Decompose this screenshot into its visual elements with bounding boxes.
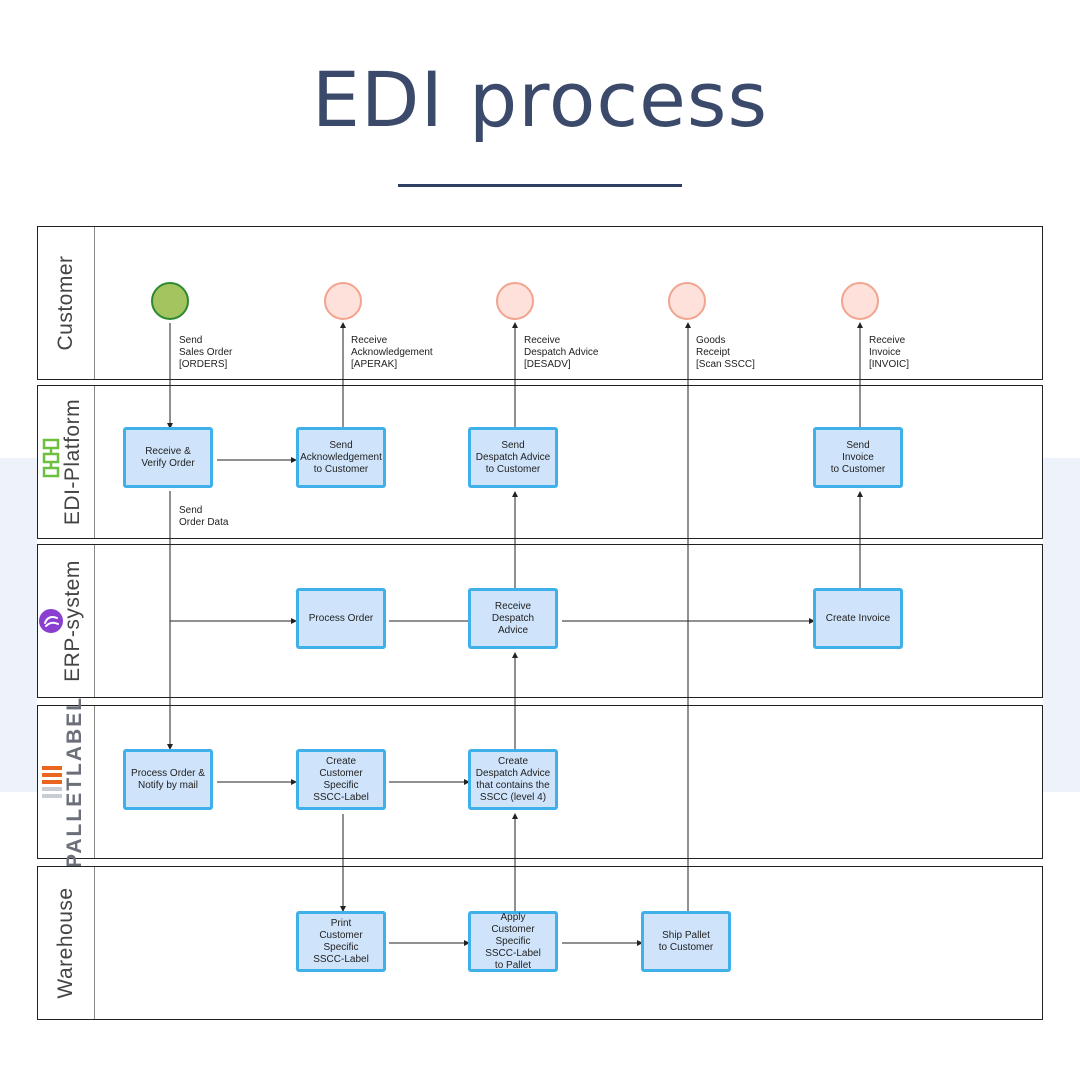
task-ship-pallet[interactable]: Ship Pallet to Customer <box>641 911 731 972</box>
task-send-despatch-advice[interactable]: Send Despatch Advice to Customer <box>468 427 558 488</box>
task-send-acknowledgement[interactable]: Send Acknowledgement to Customer <box>296 427 386 488</box>
task-receive-verify-order[interactable]: Receive & Verify Order <box>123 427 213 488</box>
lane-header-warehouse: Warehouse <box>38 867 95 1019</box>
task-create-invoice[interactable]: Create Invoice <box>813 588 903 649</box>
page-title: EDI process <box>311 55 769 144</box>
start-event <box>151 282 189 320</box>
task-apply-sscc-label[interactable]: Apply Customer Specific SSCC-Label to Pa… <box>468 911 558 972</box>
end-event-goods-receipt <box>668 282 706 320</box>
edi-platform-logo <box>42 438 60 478</box>
palletlabel-logo <box>42 766 62 798</box>
background-band-left <box>0 458 37 792</box>
background-band-right <box>1043 458 1080 792</box>
lane-header-erp-system: ERP-system <box>38 545 95 697</box>
end-event-invoic <box>841 282 879 320</box>
task-create-despatch-advice[interactable]: Create Despatch Advice that contains the… <box>468 749 558 810</box>
note-send-sales-order: Send Sales Order [ORDERS] <box>179 335 233 370</box>
note-goods-receipt: Goods Receipt [Scan SSCC] <box>696 335 755 370</box>
lane-header-palletlabel: PALLETLABEL <box>38 696 95 868</box>
task-process-order[interactable]: Process Order <box>296 588 386 649</box>
title-underline <box>398 184 682 187</box>
task-print-sscc-label[interactable]: Print Customer Specific SSCC-Label <box>296 911 386 972</box>
erp-system-logo <box>39 609 63 633</box>
note-send-order-data: Send Order Data <box>179 505 229 528</box>
lane-header-edi-platform: EDI-Platform <box>38 386 95 538</box>
note-receive-despatch-advice: Receive Despatch Advice [DESADV] <box>524 335 599 370</box>
task-create-sscc-label[interactable]: Create Customer Specific SSCC-Label <box>296 749 386 810</box>
end-event-aperak <box>324 282 362 320</box>
task-receive-despatch-advice[interactable]: Receive Despatch Advice <box>468 588 558 649</box>
end-event-desadv <box>496 282 534 320</box>
task-send-invoice[interactable]: Send Invoice to Customer <box>813 427 903 488</box>
note-receive-invoice: Receive Invoice [INVOIC] <box>869 335 910 370</box>
lane-header-customer: Customer <box>38 227 95 379</box>
note-receive-acknowledgement: Receive Acknowledgement [APERAK] <box>351 335 433 370</box>
task-process-order-notify[interactable]: Process Order & Notify by mail <box>123 749 213 810</box>
